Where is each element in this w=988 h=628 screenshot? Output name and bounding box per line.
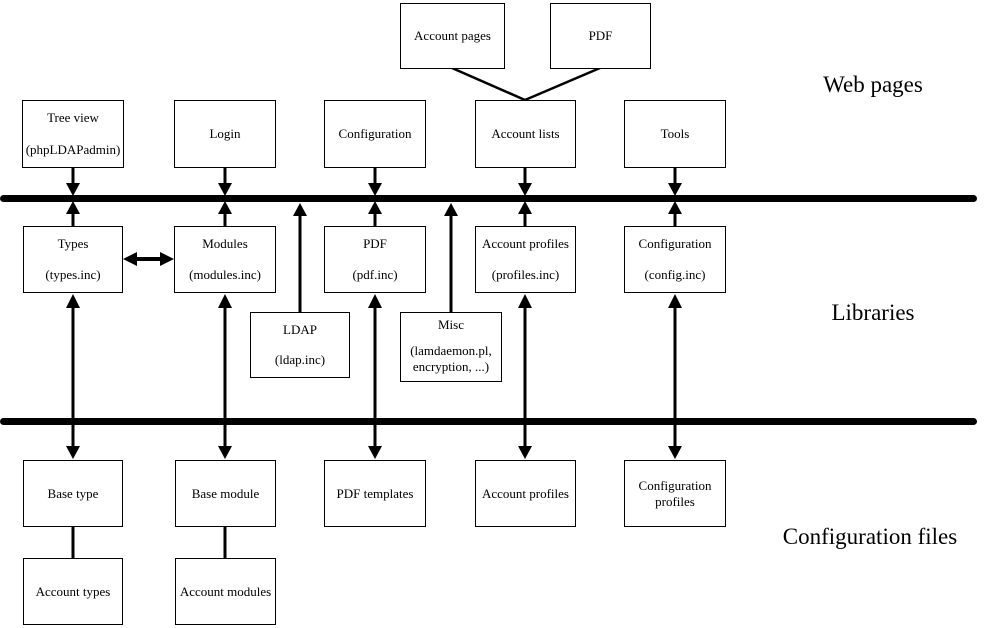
box-ldap-lib: LDAP (ldap.inc) [250,312,350,378]
web-libraries-separator-bar [0,195,977,202]
box-label: Account profiles [481,485,569,501]
box-label: Account profiles [481,236,569,251]
connector-types-modules [123,252,174,266]
connector-pdf-to-account-lists [524,66,601,102]
connector-lib-to-file [66,294,682,459]
box-label: Modules [202,236,248,251]
box-sublabel: (modules.inc) [189,267,261,282]
box-types-lib: Types (types.inc) [23,226,123,293]
connector-ldap-to-bar [293,203,307,312]
box-label: Base module [191,485,260,501]
box-modules-lib: Modules (modules.inc) [174,226,276,293]
connector-lib-to-bar [66,201,682,226]
box-base-type: Base type [23,460,123,527]
box-sublabel: (config.inc) [644,267,706,282]
box-sublabel: (ldap.inc) [274,352,326,367]
box-account-lists: Account lists [475,100,576,168]
box-sublabel: (profiles.inc) [491,267,560,282]
box-account-profiles-file: Account profiles [475,460,576,527]
box-label: Account pages [414,28,491,43]
box-sublabel: (pdf.inc) [352,267,398,282]
box-sublabel: (lamdaemon.pl, encryption, ...) [410,343,492,374]
connector-account-pages-to-account-lists [451,66,526,102]
box-label: Base type [47,485,99,501]
layer-label-libraries: Libraries [831,300,915,325]
box-sublabel: (phpLDAPadmin) [25,142,121,157]
connector-misc-to-bar [444,203,458,312]
box-label: PDF [363,236,387,251]
box-label: Account types [35,583,111,599]
box-sublabel: (types.inc) [45,267,101,282]
box-label: PDF [588,28,613,43]
box-pdf-templates: PDF templates [324,460,426,527]
box-label: Configuration [638,236,712,251]
box-configuration-profiles: Configuration profiles [624,460,726,527]
box-misc-lib: Misc (lamdaemon.pl, encryption, ...) [400,312,502,382]
box-label: PDF templates [336,485,414,501]
box-label: Tree view [47,110,99,125]
box-label: Tools [660,126,690,141]
box-login: Login [174,100,276,168]
box-label: Configuration profiles [638,477,712,509]
box-label: Types [57,236,89,251]
box-pdf-lib: PDF (pdf.inc) [324,226,426,293]
connector-web-to-bar [66,168,682,196]
box-label: LDAP [283,322,317,337]
box-account-modules: Account modules [175,558,276,625]
box-base-module: Base module [175,460,276,527]
box-label: Login [209,126,241,141]
box-account-profiles-lib: Account profiles (profiles.inc) [475,226,576,293]
box-tools: Tools [624,100,726,168]
box-configuration-page: Configuration [324,100,426,168]
box-account-types: Account types [23,558,123,625]
box-tree-view: Tree view (phpLDAPadmin) [22,100,124,168]
box-pdf-page: PDF [550,3,651,69]
box-label: Configuration [338,126,412,141]
layer-label-web-pages: Web pages [823,72,923,97]
libraries-configfiles-separator-bar [0,418,977,425]
box-label: Account lists [491,126,560,141]
box-configuration-lib: Configuration (config.inc) [624,226,726,293]
box-label: Misc [438,317,464,332]
box-label: Account modules [179,583,272,599]
box-account-pages: Account pages [400,3,505,69]
layer-label-configuration-files: Configuration files [782,524,958,549]
